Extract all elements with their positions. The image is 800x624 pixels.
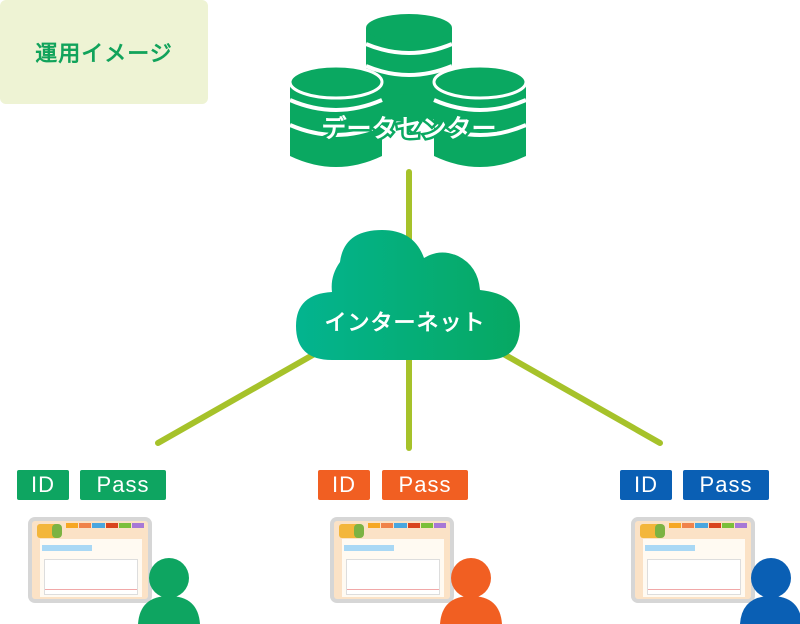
- id-badge: ID: [318, 470, 370, 500]
- user-icon: [740, 558, 800, 624]
- pass-badge: Pass: [683, 470, 769, 500]
- database-cylinder-right: [432, 64, 528, 167]
- screen-tab: [682, 523, 695, 528]
- pass-badge: Pass: [382, 470, 468, 500]
- screen-tabs: [368, 523, 447, 528]
- database-stack-icon: データセンター: [288, 14, 528, 167]
- cloud-icon: インターネット: [296, 230, 520, 360]
- screen-tab: [721, 523, 734, 528]
- page-title: 運用イメージ: [35, 42, 173, 67]
- screen-tabs: [669, 523, 748, 528]
- id-label: ID: [332, 472, 356, 497]
- screen-tab: [669, 523, 682, 528]
- id-badge: ID: [620, 470, 672, 500]
- internet-label: インターネット: [324, 311, 485, 336]
- screen-tab: [118, 523, 131, 528]
- screen-tab: [66, 523, 79, 528]
- user-icon: [138, 558, 200, 624]
- pass-label: Pass: [699, 472, 753, 497]
- screen-tab: [407, 523, 420, 528]
- pass-label: Pass: [398, 472, 452, 497]
- user-icon: [440, 558, 502, 624]
- title-box: 運用イメージ: [0, 0, 208, 104]
- datacenter-label: データセンター: [321, 114, 496, 143]
- screen-tab: [734, 523, 748, 528]
- screen-tab: [708, 523, 721, 528]
- screen-tab: [381, 523, 394, 528]
- monitor-screen: [631, 517, 755, 603]
- screen-tab: [433, 523, 447, 528]
- screen-tab: [368, 523, 381, 528]
- id-badge: ID: [17, 470, 69, 500]
- screen-tab: [695, 523, 708, 528]
- connector-internet-right: [497, 349, 663, 446]
- screen-tab: [131, 523, 145, 528]
- screen-tab: [79, 523, 92, 528]
- pass-label: Pass: [96, 472, 150, 497]
- pass-badge: Pass: [80, 470, 166, 500]
- id-label: ID: [634, 472, 658, 497]
- screen-tab: [394, 523, 407, 528]
- screen-tab: [92, 523, 105, 528]
- screen-tab: [105, 523, 118, 528]
- screen-tab: [420, 523, 433, 528]
- id-label: ID: [31, 472, 55, 497]
- monitor-screen: [330, 517, 454, 603]
- screen-tabs: [66, 523, 145, 528]
- connector-internet-left: [155, 349, 321, 446]
- database-cylinder-left: [288, 64, 384, 167]
- monitor-screen: [28, 517, 152, 603]
